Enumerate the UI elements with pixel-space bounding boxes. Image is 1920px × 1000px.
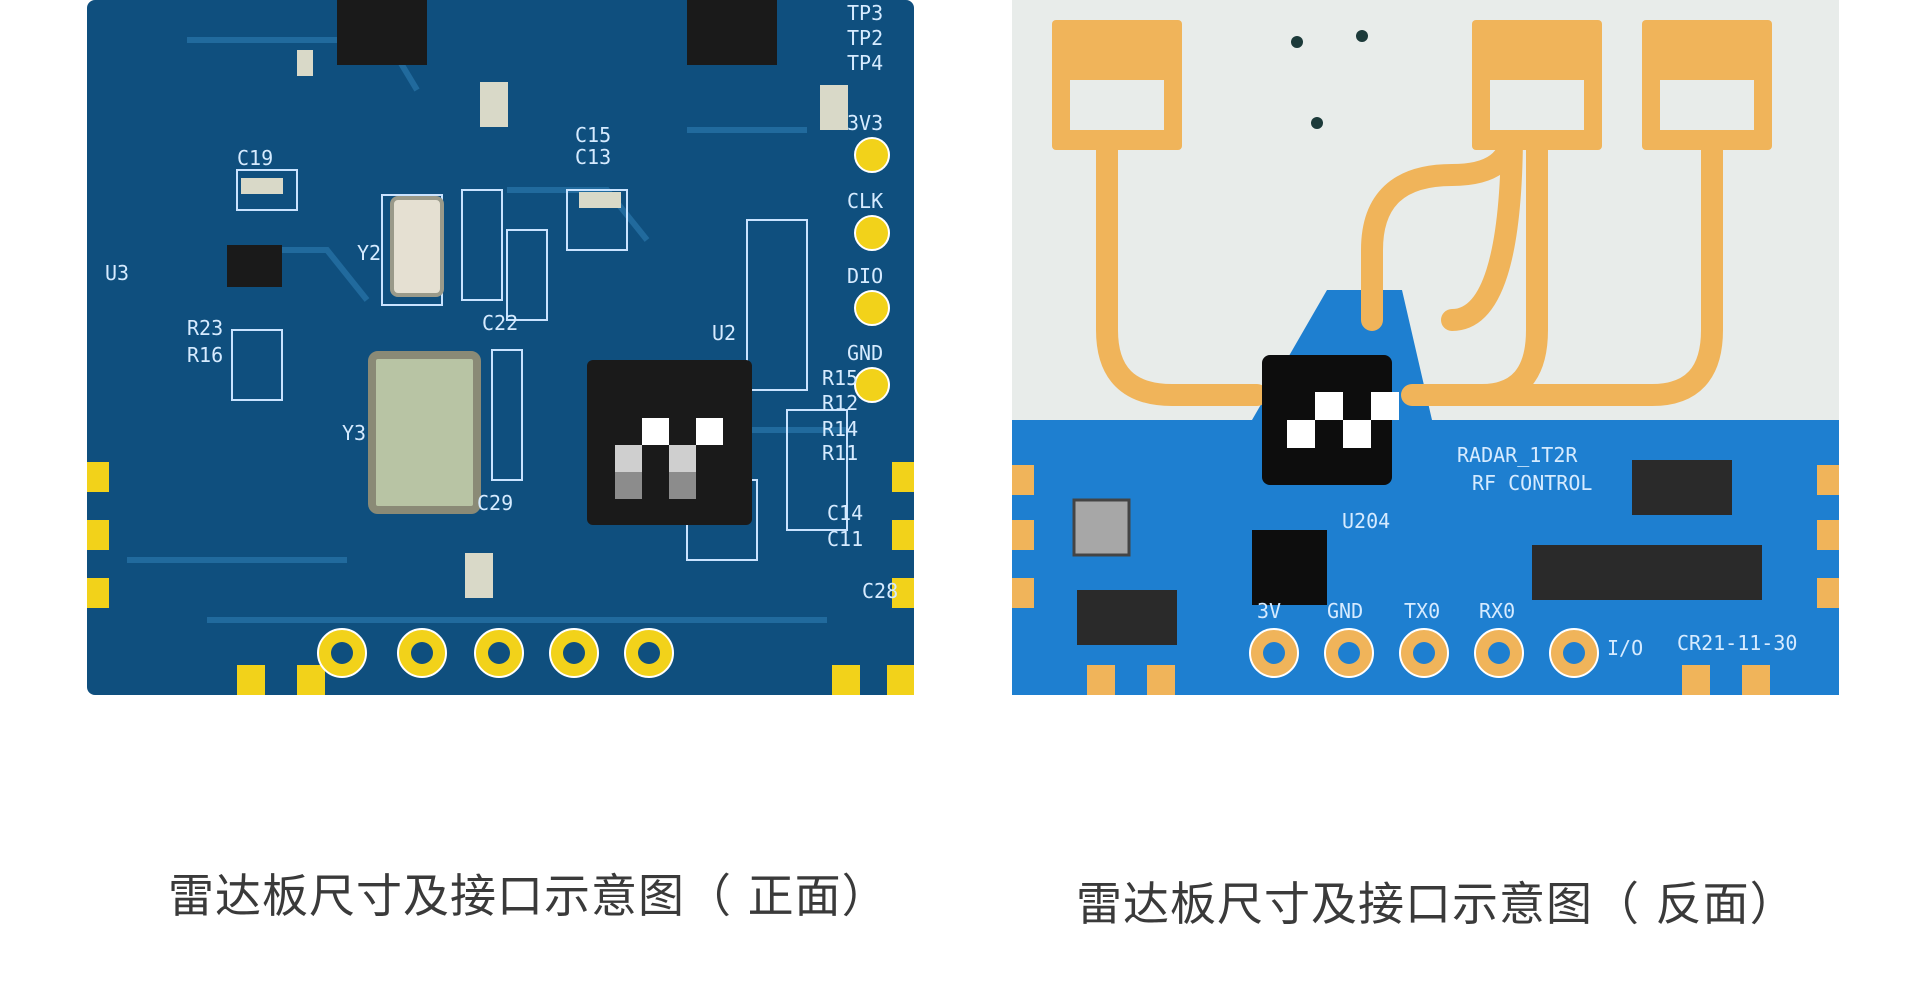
y3-crystal bbox=[368, 351, 481, 514]
silk-c29: C29 bbox=[477, 491, 513, 515]
silk-pin-gnd: GND bbox=[1327, 599, 1363, 623]
pad-label-dio: DIO bbox=[847, 264, 883, 288]
silk-pin-rx0: RX0 bbox=[1479, 599, 1515, 623]
silk-c14: C14 bbox=[827, 501, 863, 525]
silk-tp2: TP2 bbox=[847, 26, 883, 50]
crystal-back bbox=[1072, 498, 1131, 557]
silk-pin-tx0: TX0 bbox=[1404, 599, 1440, 623]
silk-y2: Y2 bbox=[357, 241, 381, 265]
pad-label-gnd: GND bbox=[847, 341, 883, 365]
silk-date: CR21-11-30 bbox=[1677, 631, 1797, 655]
silk-c13: C13 bbox=[575, 145, 611, 169]
silk-c28: C28 bbox=[862, 579, 898, 603]
u3-chip bbox=[227, 245, 282, 287]
u204-chip bbox=[1252, 530, 1327, 605]
silk-r23: R23 bbox=[187, 316, 223, 340]
silk-c19: C19 bbox=[237, 146, 273, 170]
radar-board-front-photo: 3V3 CLK DIO GND U3 Y2 Y3 U2 C19 R23 R16 … bbox=[87, 0, 914, 695]
silk-c22: C22 bbox=[482, 311, 518, 335]
y2-crystal bbox=[390, 196, 444, 297]
silk-r16: R16 bbox=[187, 343, 223, 367]
silk-r14: R14 bbox=[822, 417, 858, 441]
u2-main-ic bbox=[587, 360, 752, 525]
pad-label-clk: CLK bbox=[847, 189, 883, 213]
silk-radar-label: RADAR_1T2R bbox=[1457, 443, 1578, 467]
silk-r12: R12 bbox=[822, 391, 858, 415]
silk-rf-control: RF CONTROL bbox=[1472, 471, 1592, 495]
radar-board-back-photo: RADAR_1T2R RF CONTROL CR21-11-30 U204 I/… bbox=[1012, 0, 1839, 695]
caption-front: 雷达板尺寸及接口示意图（ 正面） bbox=[168, 869, 889, 923]
silk-u3: U3 bbox=[105, 261, 129, 285]
silk-c15: C15 bbox=[575, 123, 611, 147]
antenna-traces bbox=[1096, 119, 1723, 406]
silk-io: I/O bbox=[1607, 636, 1643, 660]
pad-label-3v3: 3V3 bbox=[847, 111, 883, 135]
silk-pin-3v: 3V bbox=[1257, 599, 1281, 623]
silk-u204: U204 bbox=[1342, 509, 1390, 533]
silk-r11: R11 bbox=[822, 441, 858, 465]
silk-tp3: TP3 bbox=[847, 1, 883, 25]
silk-tp4: TP4 bbox=[847, 51, 883, 75]
silk-u2: U2 bbox=[712, 321, 736, 345]
silk-c11: C11 bbox=[827, 527, 863, 551]
silk-y3: Y3 bbox=[342, 421, 366, 445]
caption-back: 雷达板尺寸及接口示意图（ 反面） bbox=[1076, 877, 1797, 931]
silk-r15: R15 bbox=[822, 366, 858, 390]
